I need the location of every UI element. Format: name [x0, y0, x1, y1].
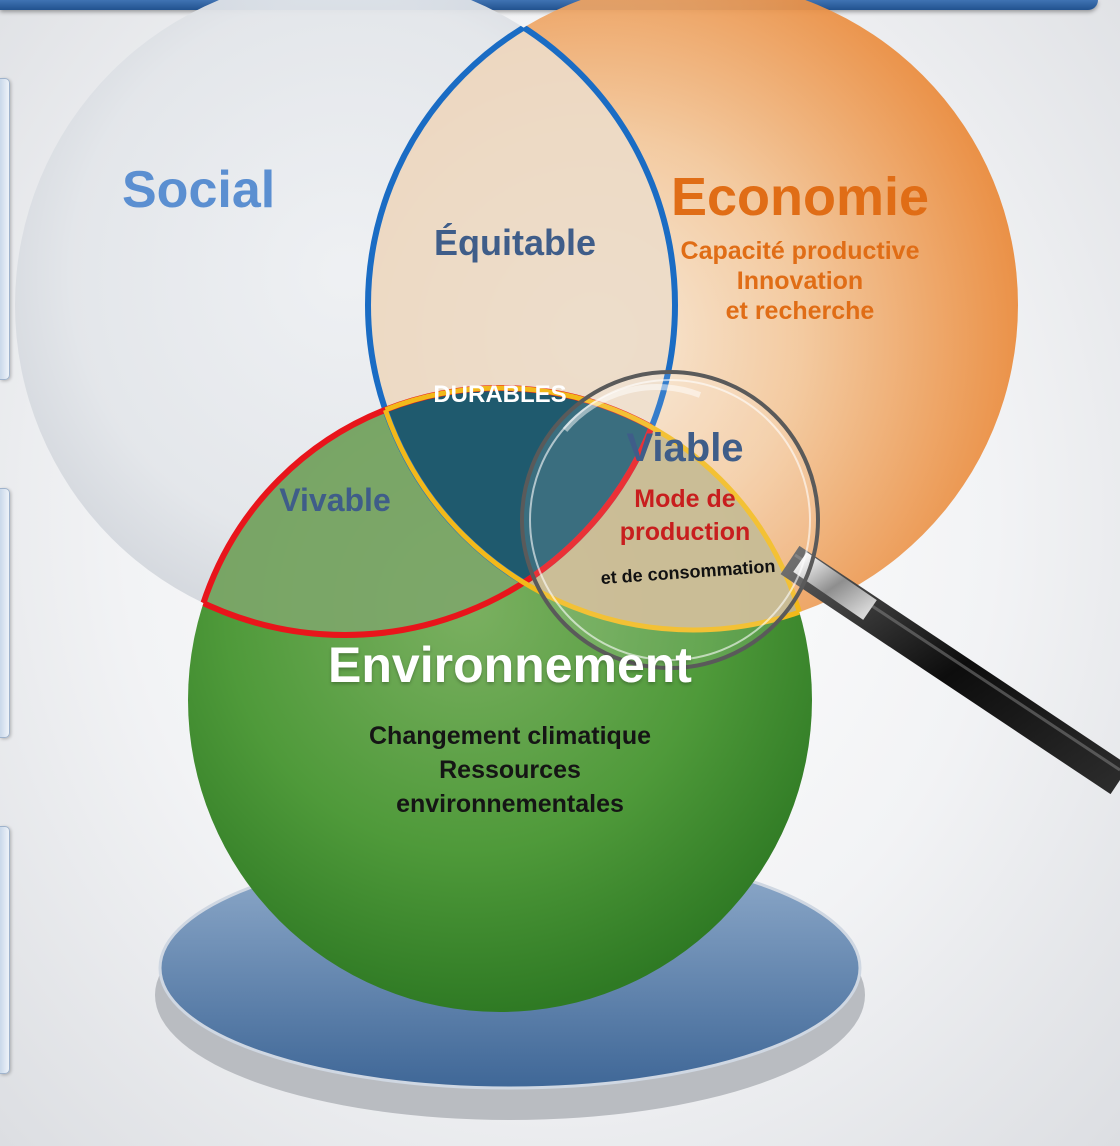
top-banner-bar: [0, 0, 1098, 10]
economie-item: Innovation: [736, 267, 864, 295]
economie-title: Economie: [670, 167, 930, 227]
viable-border-bottom: [365, 388, 812, 633]
equitable-border-right: [368, 0, 678, 630]
vivable-border-bottom: [188, 388, 678, 638]
viable-zone: [368, 388, 812, 630]
environnement-details: Changement climatique Ressources environ…: [300, 719, 720, 821]
equitable-border: [365, 0, 675, 633]
durables-label: DURABLES: [433, 381, 567, 408]
side-tab-3[interactable]: [0, 826, 10, 1074]
side-tab-2[interactable]: [0, 488, 10, 738]
economie-details: Capacité productive Innovation et recher…: [640, 236, 960, 326]
environnement-title: Environnement: [328, 637, 692, 693]
environnement-item: environnementales: [396, 790, 624, 818]
social-title: Social: [122, 161, 276, 219]
viable-border: [368, 385, 815, 630]
vivable-label: Vivable: [279, 482, 391, 518]
viable-detail: Mode de: [634, 485, 736, 513]
viable-details: Mode de production: [595, 483, 775, 549]
environnement-item: Ressources: [439, 756, 581, 784]
environnement-item: Changement climatique: [369, 722, 651, 750]
economie-item: et recherche: [725, 297, 875, 325]
viable-label: Viable: [626, 426, 744, 470]
side-tab-1[interactable]: [0, 78, 10, 380]
equitable-label: Équitable: [433, 222, 597, 263]
viable-detail: production: [619, 518, 751, 546]
magnifying-glass-icon: [520, 370, 1120, 795]
economie-item: Capacité productive: [680, 237, 920, 265]
